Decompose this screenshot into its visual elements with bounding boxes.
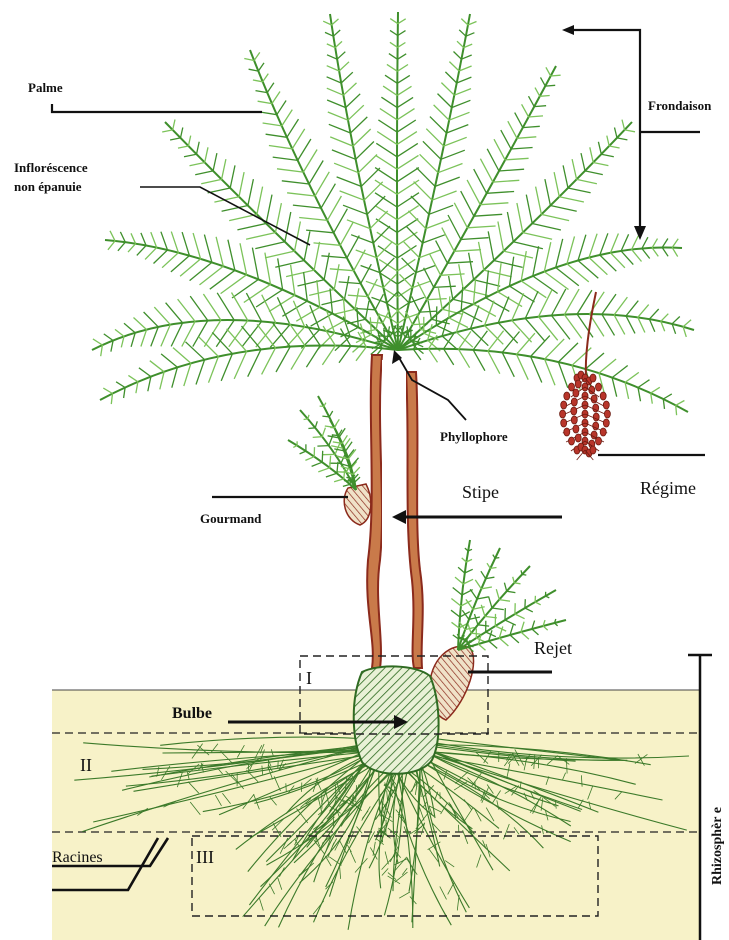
frond-upper-left-1 [323,14,402,350]
frond-right-3 [398,120,635,350]
label-zone-1: I [306,668,312,688]
inflorescence-leader [140,187,310,245]
palme-leader [52,104,262,112]
label-zone-2: II [80,755,92,775]
frond-crown [92,12,694,415]
regime-date-bunch [560,292,611,460]
label-phyllophore: Phyllophore [440,429,508,444]
label-racines: Racines [52,849,103,866]
rejet-leaf [458,566,530,650]
frond-left-4 [105,231,398,350]
label-inflorescence-line1: Infloréscence [14,160,88,175]
label-rhizosphere: Rhizosphèr e [710,807,725,885]
label-palme: Palme [28,80,63,95]
frond-right-6 [398,331,688,416]
frondaison-arrow-top [562,25,574,35]
label-regime: Régime [640,478,696,498]
gourmand-offshoot [288,396,371,525]
rejet-leaf [457,548,500,650]
label-inflorescence-line2: non épanuie [14,179,82,194]
frondaison-arrow-bottom [634,226,646,240]
frond-left-3 [162,120,398,351]
label-gourmand: Gourmand [200,511,262,526]
label-bulbe: Bulbe [172,705,212,722]
label-frondaison: Frondaison [648,98,712,113]
label-rejet: Rejet [534,638,572,658]
label-stipe: Stipe [462,482,499,502]
label-zone-3: III [196,847,214,867]
frondaison-bracket-top [570,30,640,230]
stipe-trunk [367,355,423,668]
